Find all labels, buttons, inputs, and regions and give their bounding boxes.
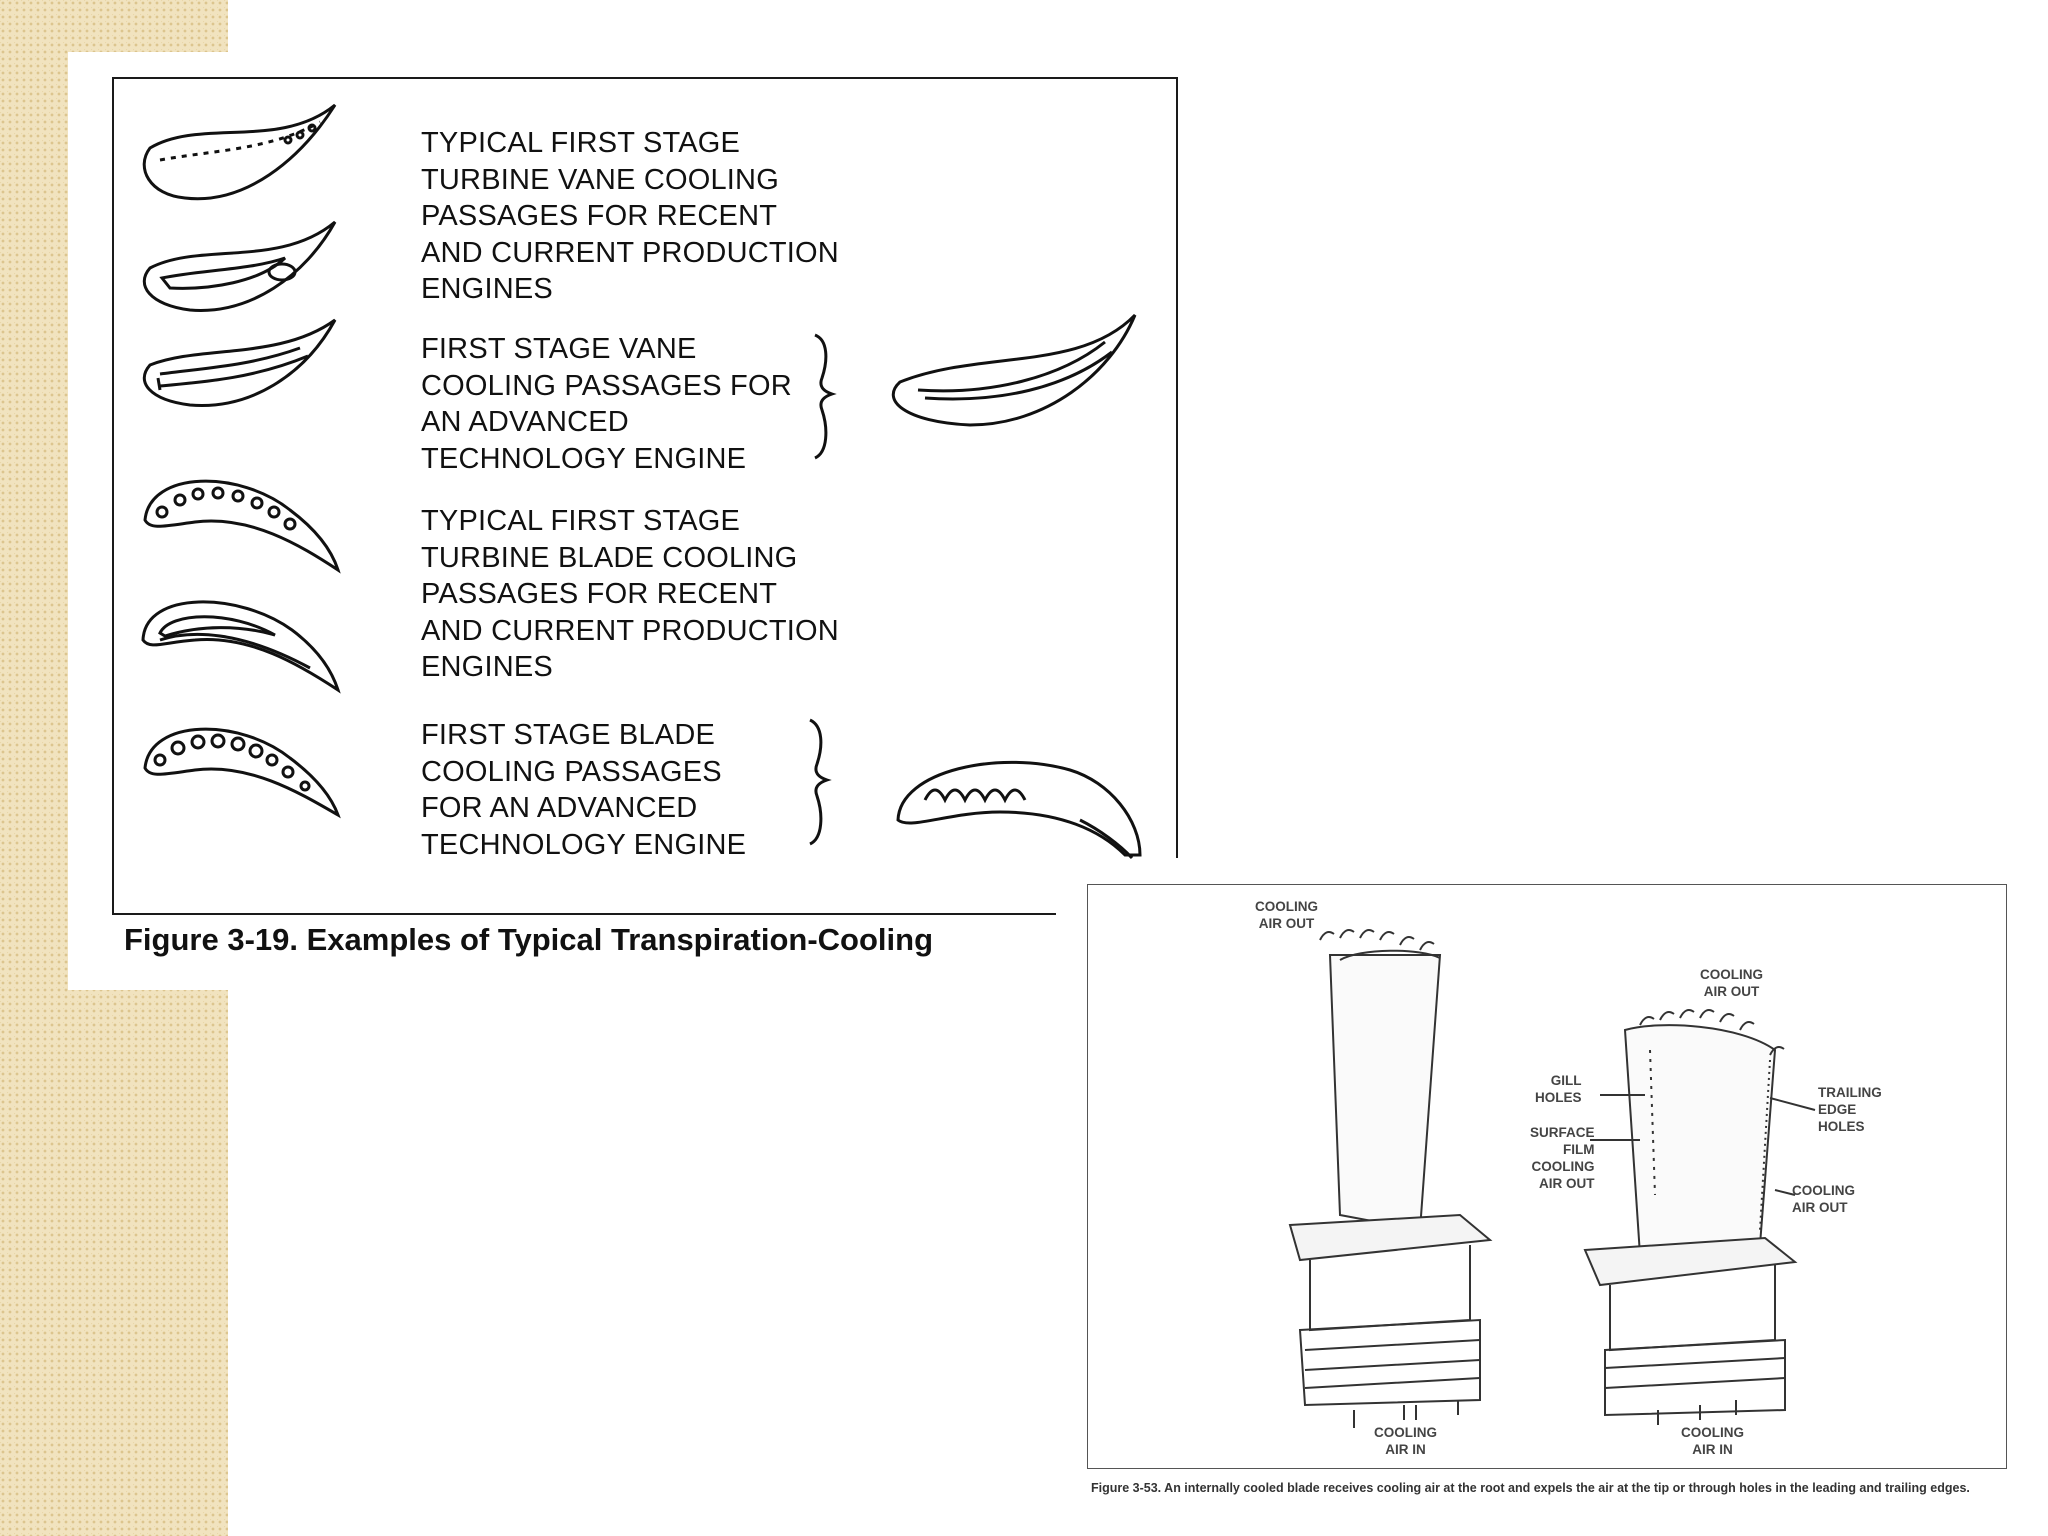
vane-profile-advanced <box>891 313 1137 427</box>
vane-profile-typical-1 <box>142 103 337 201</box>
label-cooling-air-out-right-top: COOLING AIR OUT <box>1700 967 1763 999</box>
brace-2 <box>809 718 832 846</box>
figure-3-53-caption: Figure 3-53. An internally cooled blade … <box>1091 1481 1970 1495</box>
advanced-blade-text: FIRST STAGE BLADE COOLING PASSAGES FOR A… <box>421 719 747 861</box>
typical-vane-text: TYPICAL FIRST STAGE TURBINE VANE COOLING… <box>421 127 839 305</box>
blade-profile-typical-3 <box>143 727 341 819</box>
label-gill-holes: GILL HOLES <box>1535 1073 1582 1105</box>
brace-1 <box>814 333 837 460</box>
left-blade <box>1288 929 1493 1428</box>
label-cooling-air-out-right-mid: COOLING AIR OUT <box>1792 1183 1855 1215</box>
blade-profile-typical-1 <box>143 479 341 574</box>
label-cooling-air-in-right: COOLING AIR IN <box>1681 1425 1744 1457</box>
right-blade <box>1583 1009 1816 1425</box>
figure-3-19-caption: Figure 3-19. Examples of Typical Transpi… <box>124 922 934 957</box>
vane-profile-typical-2 <box>142 220 337 312</box>
typical-blade-text: TYPICAL FIRST STAGE TURBINE BLADE COOLIN… <box>421 505 839 683</box>
label-cooling-air-in-left: COOLING AIR IN <box>1374 1425 1437 1457</box>
label-trailing-edge-holes: TRAILING EDGE HOLES <box>1818 1085 1882 1134</box>
blade-profile-typical-2 <box>141 600 341 694</box>
figure-3-53-frame <box>1087 884 2007 1469</box>
label-surface-film: SURFACE FILM COOLING AIR OUT <box>1530 1125 1595 1191</box>
blade-profile-advanced <box>896 760 1142 860</box>
label-cooling-air-out-left: COOLING AIR OUT <box>1255 899 1318 931</box>
vane-profile-typical-3 <box>142 318 337 407</box>
advanced-vane-text: FIRST STAGE VANE COOLING PASSAGES FOR AN… <box>421 333 792 475</box>
